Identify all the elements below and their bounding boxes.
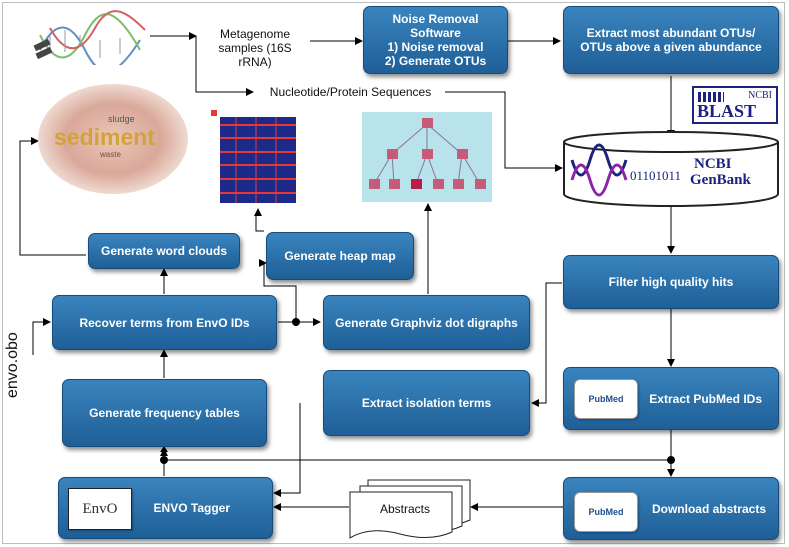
download-abstracts-label: Download abstracts xyxy=(651,501,766,516)
extract-pubmed-label: Extract PubMed IDs xyxy=(649,391,762,406)
word-clouds-box[interactable]: Generate word clouds xyxy=(88,233,240,269)
junction-dot xyxy=(292,318,300,326)
envo-logo-text: EnvO xyxy=(82,501,118,517)
abstracts-documents-icon xyxy=(349,479,471,539)
blast-label: BLAST xyxy=(697,101,757,121)
genbank-database-icon xyxy=(563,131,779,207)
pubmed-logo-text: PubMed xyxy=(588,394,624,404)
arrow-heapmap-to-image xyxy=(254,208,264,232)
frequency-tables-box[interactable]: Generate frequency tables xyxy=(62,379,267,447)
heat-map-image xyxy=(211,110,296,203)
arrow-isolation-to-tagger xyxy=(273,403,301,497)
junction-dot xyxy=(160,456,168,464)
noise-removal-box[interactable]: Noise Removal Software 1) Noise removal … xyxy=(363,6,508,74)
isolation-terms-box[interactable]: Extract isolation terms xyxy=(323,370,530,436)
word-cloud-waste: waste xyxy=(100,150,121,159)
dna-illustration xyxy=(33,10,146,65)
abstracts-label: Abstracts xyxy=(379,502,430,516)
arrow-samples-to-sequences xyxy=(195,36,254,96)
envo-tagger-label: ENVO Tagger xyxy=(153,501,230,515)
arrow-wordclouds-to-cloud xyxy=(19,137,86,256)
genbank-name: GenBank xyxy=(690,172,751,188)
recover-terms-box[interactable]: Recover terms from EnvO IDs xyxy=(52,295,277,350)
arrow-obo-to-recover xyxy=(32,318,51,355)
pubmed-logo-text-2: PubMed xyxy=(588,507,624,517)
arrow-filter-to-isolation xyxy=(531,282,562,407)
envo-tagger-box[interactable]: ENVO Tagger xyxy=(58,477,273,539)
ncbi-label: NCBI xyxy=(748,90,772,101)
junction-dot xyxy=(667,456,675,464)
genbank-bits: 01101011 xyxy=(630,168,682,183)
genbank-ncbi: NCBI xyxy=(694,156,732,172)
ncbi-stripes-icon xyxy=(698,92,724,102)
pubmed-logo: PubMed xyxy=(574,379,638,419)
arrow-recover-to-heapmap xyxy=(259,259,297,322)
word-cloud-sediment: sediment xyxy=(54,124,155,150)
envo-obo-label: envo.obo xyxy=(4,332,21,398)
graphviz-tree-image xyxy=(362,112,492,202)
arrow-sequences-to-genbank xyxy=(445,91,563,172)
filter-hits-box[interactable]: Filter high quality hits xyxy=(563,255,779,309)
envo-logo: EnvO xyxy=(68,488,132,530)
sequences-label: Nucleotide/Protein Sequences xyxy=(269,85,432,99)
word-cloud-sludge: sludge xyxy=(108,114,135,124)
graphviz-box[interactable]: Generate Graphviz dot digraphs xyxy=(323,295,530,350)
pubmed-logo-2: PubMed xyxy=(574,492,638,532)
ncbi-blast-logo: NCBI BLAST xyxy=(692,86,778,124)
heap-map-box[interactable]: Generate heap map xyxy=(266,232,414,280)
extract-otus-box[interactable]: Extract most abundant OTUs/ OTUs above a… xyxy=(563,6,779,74)
metagenome-samples-label: Metagenome samples (16S rRNA) xyxy=(218,27,292,69)
arrow-head-frequency xyxy=(160,446,168,452)
word-cloud-image: sludge sediment waste xyxy=(38,84,188,194)
